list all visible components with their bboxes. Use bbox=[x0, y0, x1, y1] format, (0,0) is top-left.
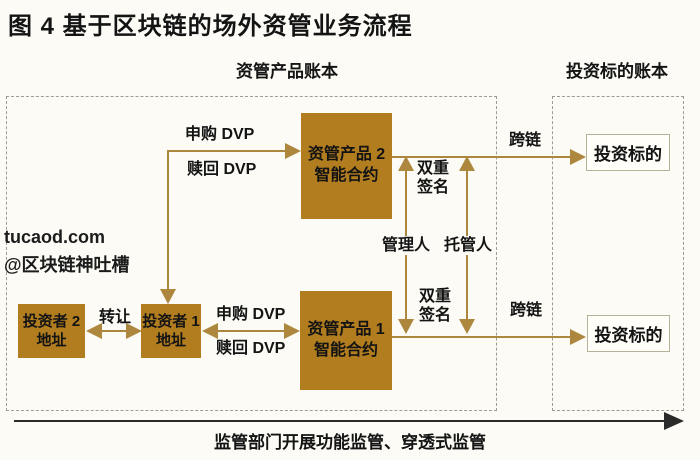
label-crosschain-bottom: 跨链 bbox=[510, 302, 543, 319]
node-target-top: 投资标的 bbox=[586, 134, 670, 171]
node-product2-contract: 资管产品 2 智能合约 bbox=[301, 113, 392, 219]
node-target-bottom: 投资标的 bbox=[587, 315, 670, 352]
target-ledger-header: 投资标的账本 bbox=[566, 62, 668, 81]
target-ledger-region bbox=[552, 96, 684, 411]
label-dual-sign-top-line2: 签名 bbox=[417, 179, 450, 196]
label-dual-sign-top-line1: 双重 bbox=[417, 160, 450, 177]
elbow-line-vertical bbox=[167, 151, 169, 289]
label-manager: 管理人 bbox=[381, 236, 432, 255]
arrowhead-right-to-target-bottom bbox=[570, 329, 586, 345]
regulation-arrowhead-right bbox=[664, 412, 684, 430]
label-dual-sign-bottom-line2: 签名 bbox=[419, 307, 452, 324]
label-subscribe-dvp-bottom: 申购 DVP bbox=[216, 306, 286, 323]
arrowhead-down-custodian bbox=[459, 319, 475, 334]
node-investor1-address: 投资者 1 地址 bbox=[141, 304, 201, 358]
node-investor1-line1: 投资者 1 bbox=[142, 312, 200, 330]
transfer-line bbox=[99, 330, 129, 332]
figure-title: 图 4 基于区块链的场外资管业务流程 bbox=[8, 13, 413, 40]
node-product1-contract: 资管产品 1 智能合约 bbox=[300, 291, 392, 390]
label-dual-sign-top: 双重 签名 bbox=[417, 159, 449, 197]
arrowhead-right-to-product2 bbox=[285, 143, 301, 159]
arrowhead-up-manager bbox=[398, 156, 414, 171]
watermark-handle: @区块链神吐槽 bbox=[4, 255, 130, 275]
node-product2-line1: 资管产品 2 bbox=[307, 146, 386, 164]
label-crosschain-top: 跨链 bbox=[509, 132, 542, 149]
node-investor1-line2: 地址 bbox=[155, 332, 186, 349]
arrowhead-right-to-investor1 bbox=[126, 323, 142, 339]
arrowhead-right-to-target-top bbox=[570, 149, 586, 165]
node-investor2-address: 投资者 2 地址 bbox=[18, 304, 85, 358]
node-investor2-line2: 地址 bbox=[36, 332, 67, 349]
label-transfer: 转让 bbox=[99, 309, 132, 326]
regulation-arrow-line bbox=[14, 420, 666, 422]
dvp-bottom-line bbox=[214, 330, 288, 332]
product-ledger-header: 资管产品账本 bbox=[236, 62, 338, 81]
label-subscribe-dvp-top: 申购 DVP bbox=[185, 126, 255, 143]
label-redeem-dvp-top: 赎回 DVP bbox=[187, 161, 257, 178]
label-dual-sign-bottom: 双重 签名 bbox=[419, 287, 451, 325]
node-product1-line1: 资管产品 1 bbox=[307, 320, 385, 338]
product-ledger-region bbox=[6, 96, 497, 411]
elbow-line-horizontal bbox=[167, 150, 285, 152]
arrowhead-down-to-investor1 bbox=[160, 289, 176, 304]
label-redeem-dvp-bottom: 赎回 DVP bbox=[216, 340, 286, 357]
crosschain-top-line bbox=[392, 156, 574, 158]
label-custodian: 托管人 bbox=[443, 236, 494, 255]
node-product1-line2: 智能合约 bbox=[313, 341, 378, 359]
arrowhead-down-manager bbox=[398, 319, 414, 334]
regulation-caption: 监管部门开展功能监管、穿透式监管 bbox=[214, 433, 486, 452]
node-product2-line2: 智能合约 bbox=[314, 167, 379, 184]
arrowhead-right-to-product1 bbox=[284, 323, 300, 339]
watermark-url: tucaod.com bbox=[4, 227, 106, 247]
node-investor2-line1: 投资者 2 bbox=[22, 312, 81, 330]
crosschain-bottom-line bbox=[392, 336, 574, 338]
arrowhead-left-to-investor1 bbox=[202, 323, 218, 339]
arrowhead-up-custodian bbox=[459, 156, 475, 171]
arrowhead-left-to-investor2 bbox=[86, 323, 102, 339]
label-dual-sign-bottom-line1: 双重 bbox=[419, 288, 452, 305]
